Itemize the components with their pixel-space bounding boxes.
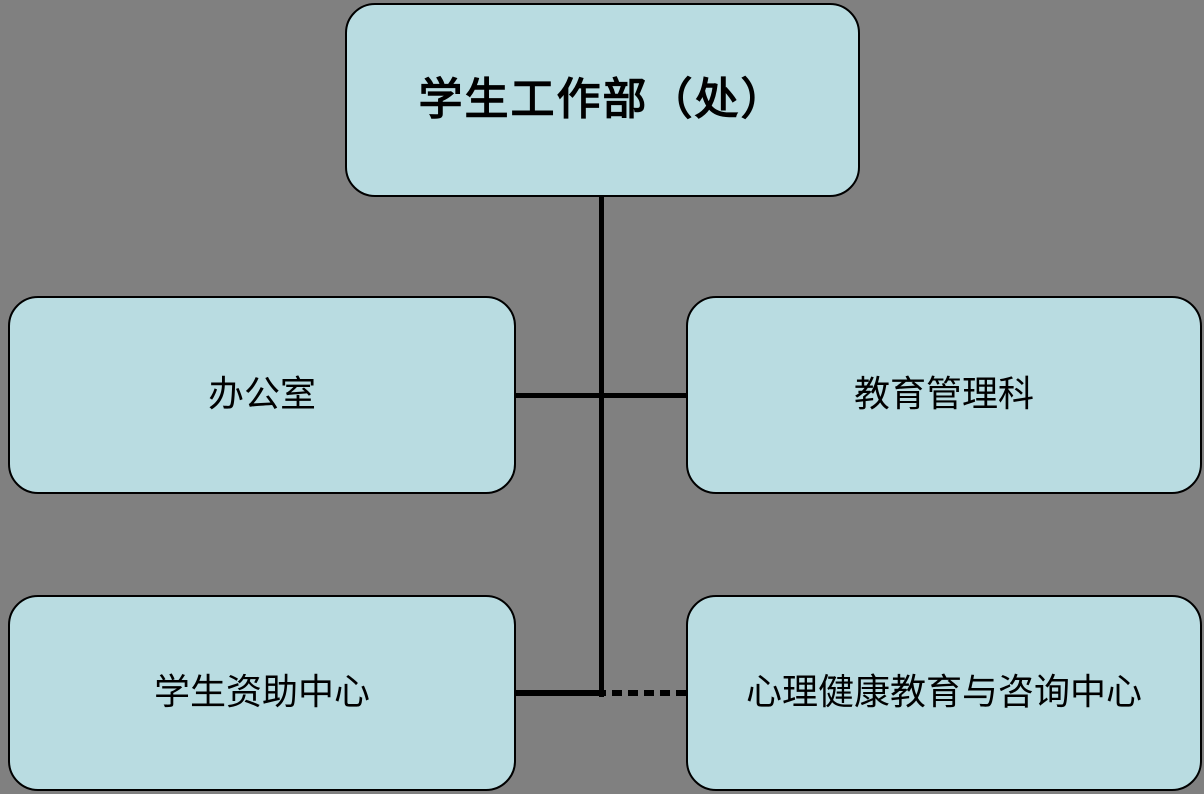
connector-vertical-trunk: [599, 197, 604, 697]
node-mental-health-counseling-center-label: 心理健康教育与咨询中心: [745, 672, 1142, 713]
connector-aid-trunk: [516, 690, 606, 696]
node-general-office: 办公室: [8, 296, 516, 494]
node-education-management-section-label: 教育管理科: [853, 374, 1034, 415]
connector-office-edu: [516, 393, 686, 398]
connector-trunk-psy-dashed: [612, 690, 686, 696]
node-mental-health-counseling-center: 心理健康教育与咨询中心: [686, 595, 1202, 791]
node-student-affairs-department-label: 学生工作部（处）: [418, 74, 787, 124]
node-education-management-section: 教育管理科: [686, 296, 1202, 494]
node-student-financial-aid-center-label: 学生资助中心: [153, 672, 370, 713]
node-general-office-label: 办公室: [207, 374, 316, 415]
node-student-affairs-department: 学生工作部（处）: [345, 3, 860, 197]
node-student-financial-aid-center: 学生资助中心: [8, 595, 516, 791]
